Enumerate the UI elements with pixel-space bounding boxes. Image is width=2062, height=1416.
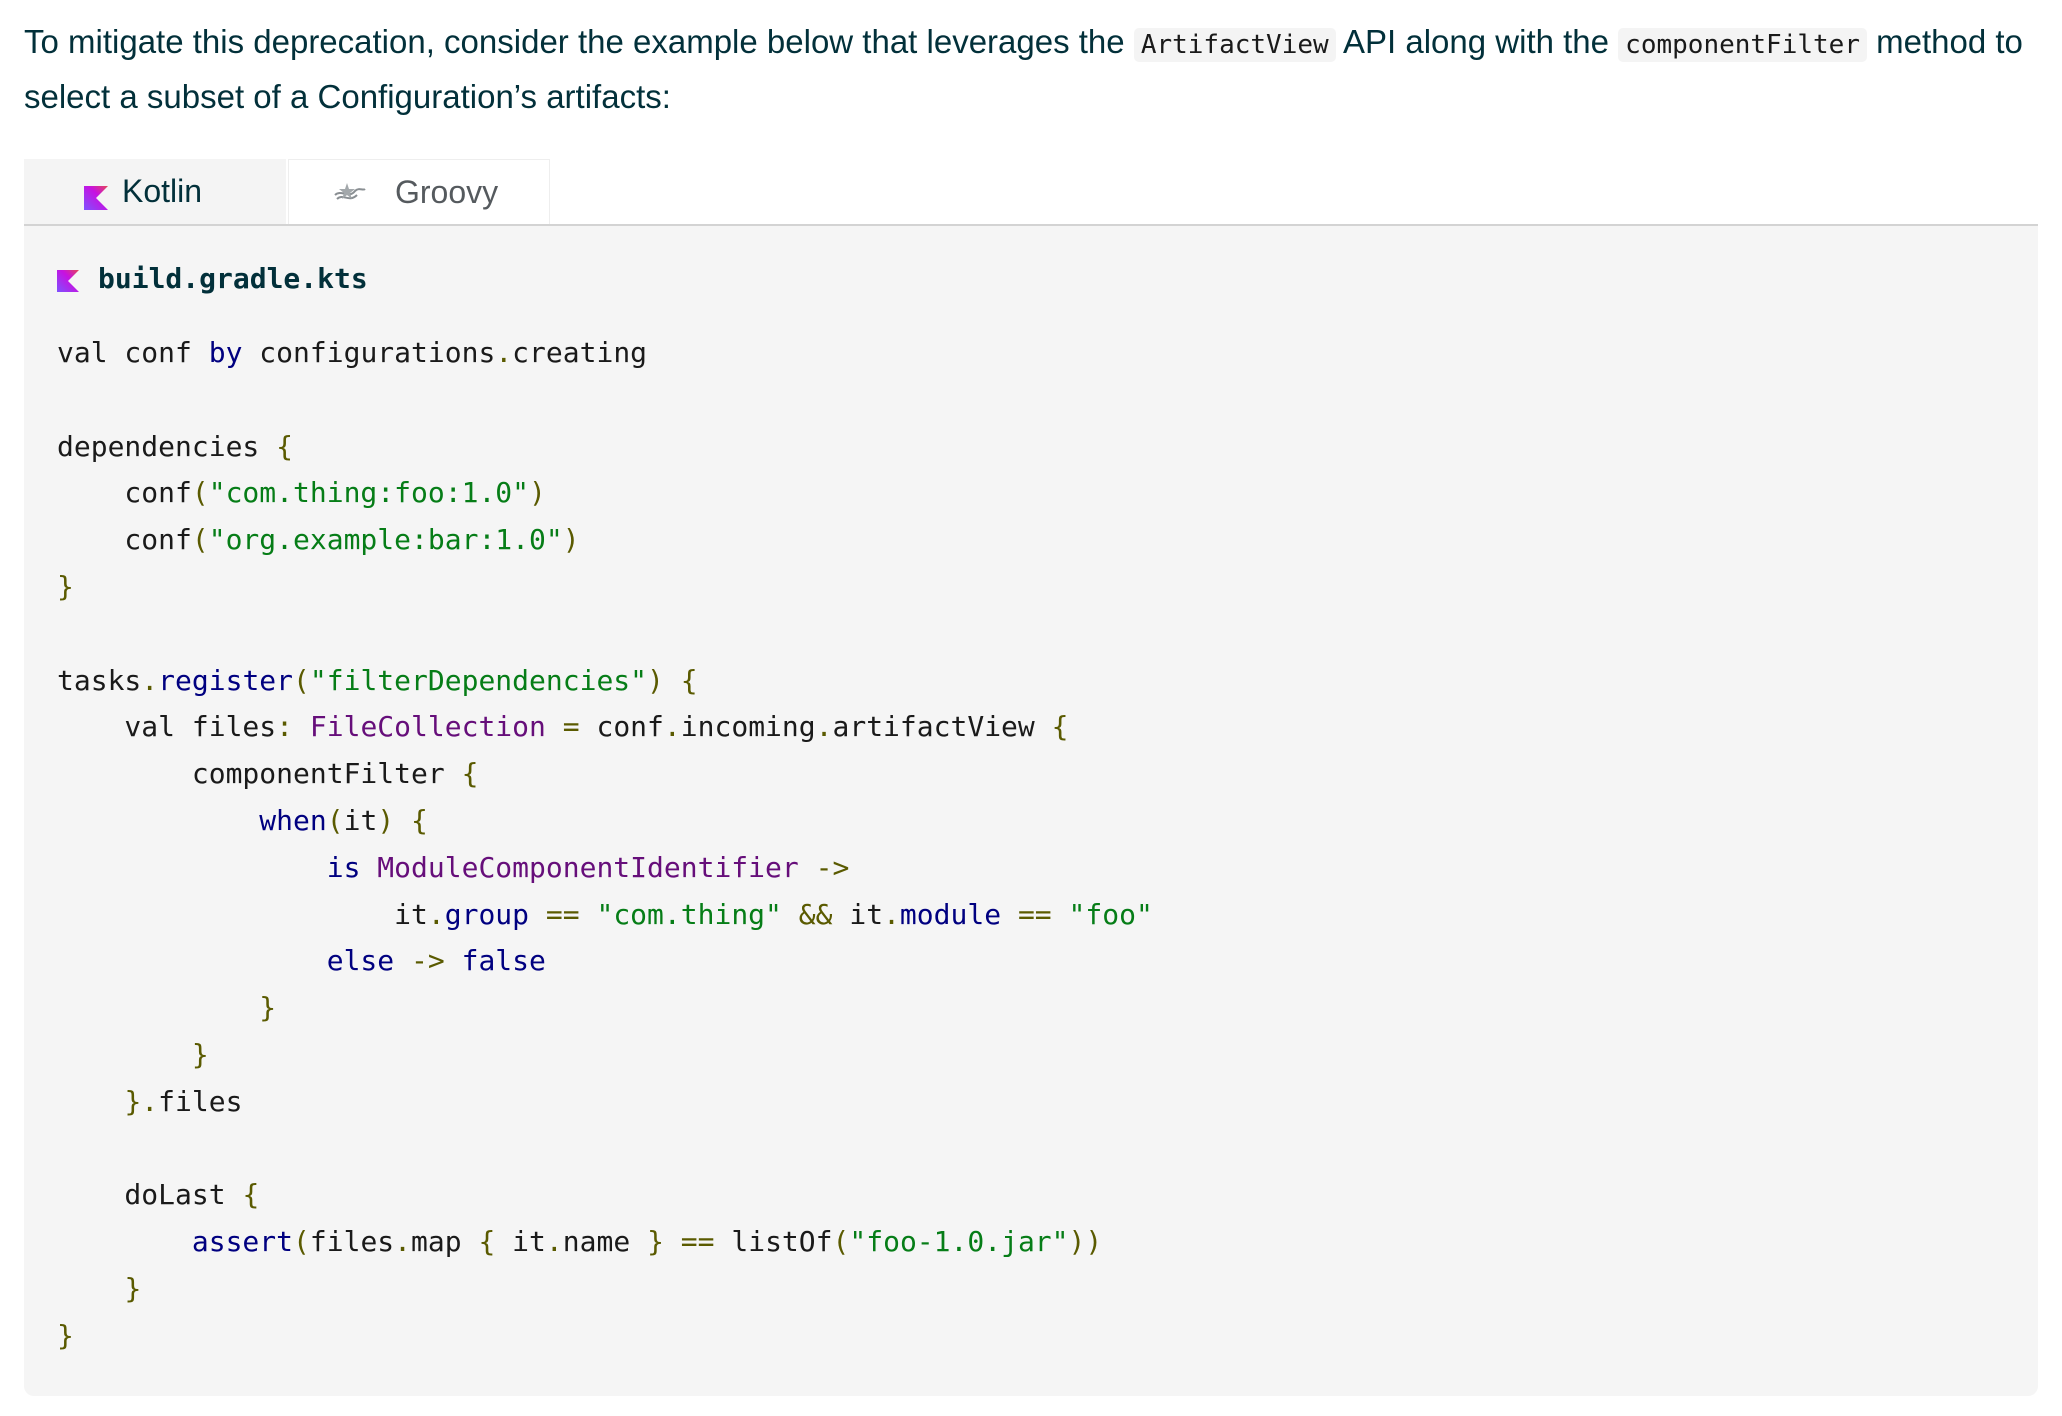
code-line: val conf by configurations.creating [57,336,648,369]
intro-text-2: API along with the [1335,23,1619,60]
code-line: } [259,991,277,1025]
code-line: val files: FileCollection = conf.incomin… [57,710,1069,744]
code-line: } [57,569,74,603]
language-tabs: Kotlin Groovy [24,159,2038,226]
tab-kotlin-label: Kotlin [122,173,203,209]
code-line: doLast { [57,1178,260,1212]
kotlin-icon [57,270,79,297]
code-line: dependencies { [57,429,294,463]
intro-paragraph: To mitigate this deprecation, consider t… [24,16,2024,122]
code-line: else -> false [326,944,546,978]
code-line: conf("com.thing:foo:1.0") [57,476,546,510]
code-line: is ModuleComponentIdentifier -> [326,850,850,884]
code-line [57,377,1153,424]
tab-groovy-label: Groovy [395,173,499,210]
kotlin-icon [84,181,108,218]
code-line: } [57,1318,74,1352]
code-line: conf("org.example:bar:1.0") [57,523,580,557]
code-line: tasks.register("filterDependencies") { [57,663,698,697]
code-line: assert(files.map { it.name } == listOf("… [191,1225,1103,1259]
code-block: build.gradle.kts val conf by configurati… [24,226,2038,1396]
intro-text-1: To mitigate this deprecation, consider t… [24,23,1134,60]
code-line: } [191,1037,209,1071]
code-line: } [124,1271,142,1305]
intro-text-3: method to select a subset of a Configura… [24,23,2023,115]
code-line: when(it) { [259,803,428,837]
code-line: }.files [124,1084,243,1118]
code-line [57,611,1153,658]
code-line: componentFilter { [57,757,479,791]
tab-groovy[interactable]: Groovy [288,159,550,224]
inline-code-artifactview: ArtifactView [1133,28,1336,62]
file-header: build.gradle.kts [24,226,2038,304]
inline-code-componentfilter: componentFilter [1618,28,1867,62]
tab-kotlin[interactable]: Kotlin [24,159,286,224]
code-listing: val conf by configurations.creating depen… [57,330,1153,1360]
file-name: build.gradle.kts [98,262,368,295]
code-line [57,1126,1153,1173]
code-line: it.group == "com.thing" && it.module == … [57,897,1153,931]
groovy-icon [331,178,367,215]
